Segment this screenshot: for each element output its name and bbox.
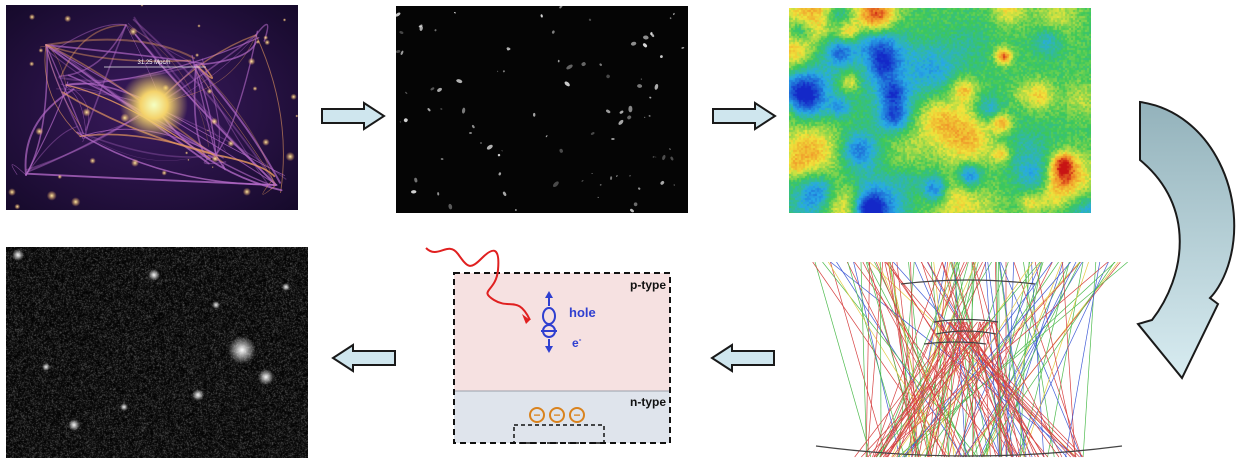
- right-arrow-2: [712, 101, 777, 131]
- curved-arrow: [1136, 100, 1236, 380]
- hole-label: hole: [569, 305, 596, 320]
- charge-minus-1: −: [533, 408, 540, 422]
- n-type-label: n-type: [630, 395, 666, 409]
- galaxy-field-image: [396, 6, 688, 213]
- charge-group: [529, 407, 585, 423]
- convergence-map-image: [789, 8, 1091, 213]
- charge-minus-3: −: [573, 408, 580, 422]
- right-arrow-1: [321, 101, 386, 131]
- ray-trace-image: [806, 262, 1130, 465]
- charge-minus-2: −: [553, 408, 560, 422]
- simulated-output-image: [6, 247, 308, 458]
- left-arrow-2: [331, 343, 396, 373]
- p-type-label: p-type: [630, 278, 666, 292]
- sensor-diagram: p-type n-type hole e- − − −: [418, 240, 683, 446]
- left-arrow-1: [710, 343, 775, 373]
- scale-label: 31.25 Mpc/h: [137, 60, 170, 66]
- cosmic-web-image: 31.25 Mpc/h: [6, 5, 298, 210]
- electron-label: e-: [572, 335, 582, 350]
